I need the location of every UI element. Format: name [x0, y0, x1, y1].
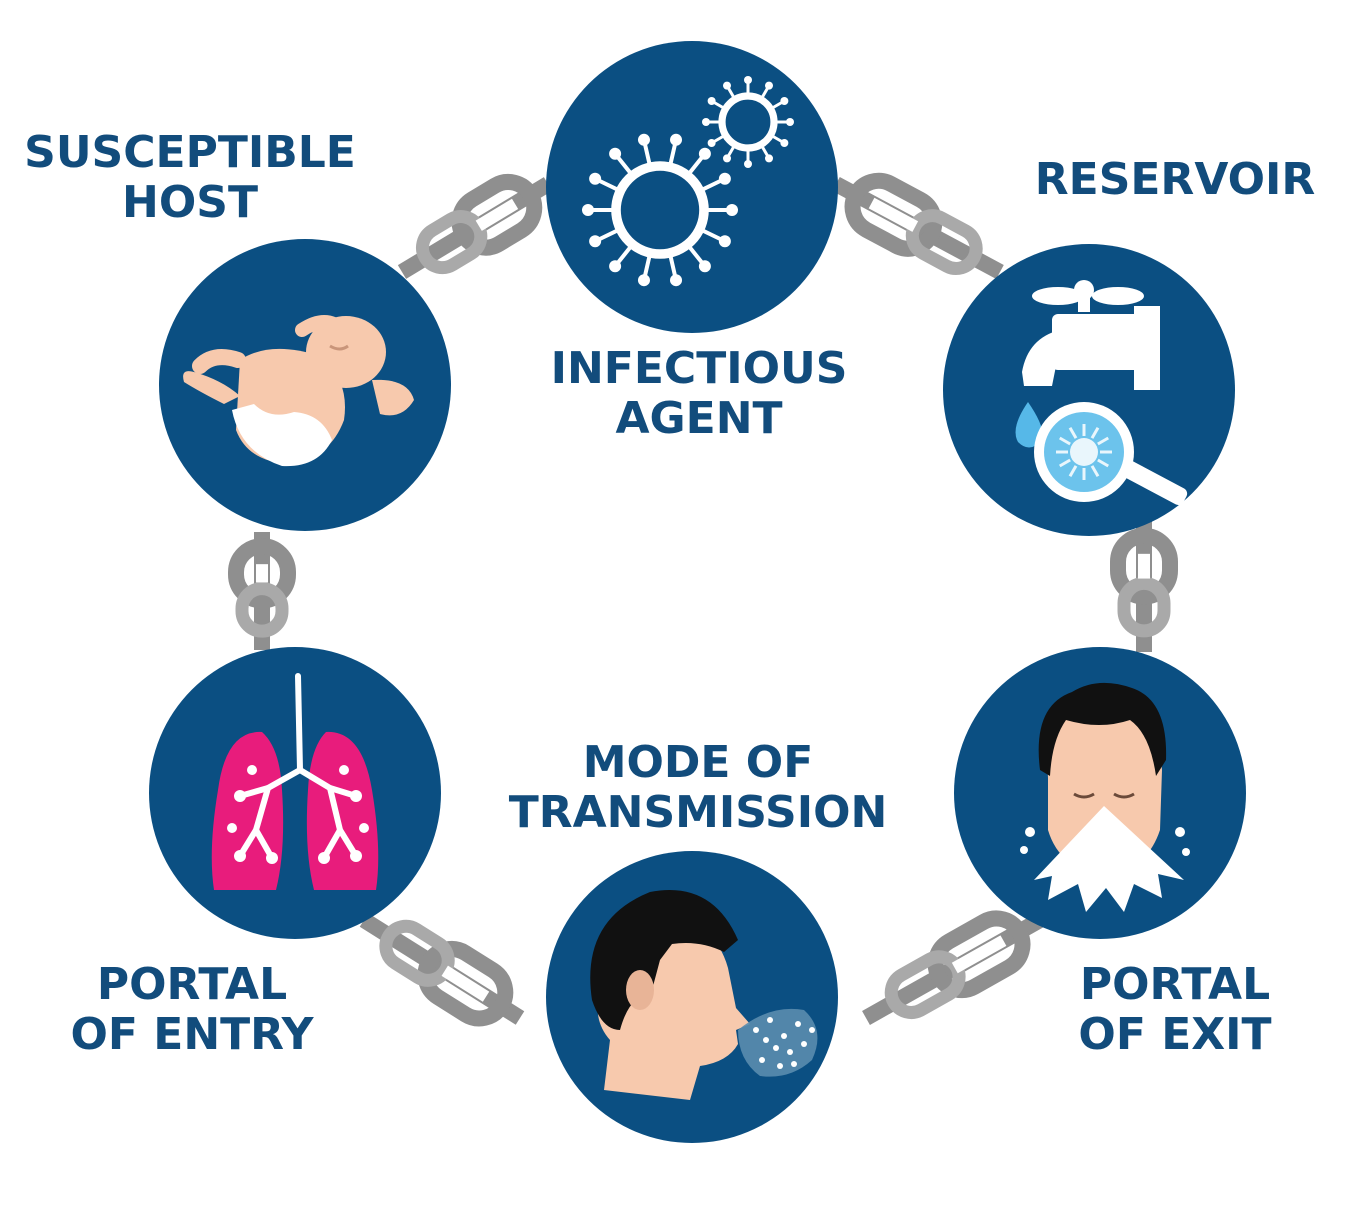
magnified-germ: [1056, 424, 1112, 480]
portal-of-entry-circle: [149, 647, 441, 939]
lungs-icon: [211, 673, 379, 890]
susceptible-host-node: [159, 239, 451, 531]
reservoir-label: RESERVOIR: [1034, 154, 1316, 205]
mode-of-transmission-node: [546, 851, 838, 1143]
chain-link: [832, 172, 1004, 280]
chain-link: [228, 532, 296, 650]
sneezing-person-icon: [1020, 682, 1190, 912]
reservoir-circle: [943, 244, 1235, 536]
portal-of-entry-node: [149, 647, 441, 939]
faucet-magnifier-icon: [1015, 280, 1188, 505]
virus-icon: [582, 76, 794, 287]
droplets: [753, 1017, 815, 1069]
chain-link: [862, 910, 1044, 1025]
portal-of-exit-node: [954, 647, 1246, 939]
coughing-person-icon: [590, 890, 818, 1100]
chain-link: [397, 173, 553, 279]
baby-icon: [183, 315, 414, 467]
chain-links: [228, 172, 1178, 1027]
infectious-agent-node: [546, 41, 838, 333]
chain-link: [1110, 520, 1178, 652]
chain-link: [359, 913, 525, 1027]
reservoir-node: [943, 244, 1235, 536]
